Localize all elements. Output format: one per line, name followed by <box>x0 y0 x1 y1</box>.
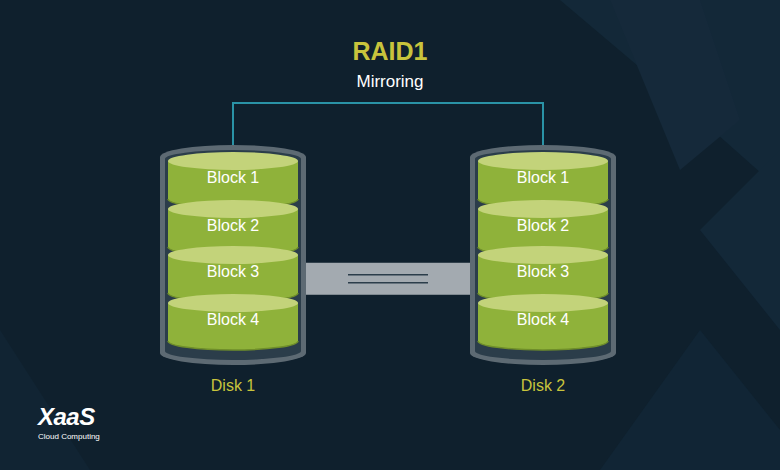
block-label: Block 2 <box>478 217 608 235</box>
block-label: Block 2 <box>168 217 298 235</box>
data-block: Block 3 <box>478 246 608 302</box>
block-label: Block 1 <box>478 169 608 187</box>
mirror-link <box>233 103 543 155</box>
disk-label: Disk 1 <box>140 377 326 395</box>
disk-label: Disk 2 <box>450 377 636 395</box>
diagram-title: RAID1 <box>0 37 780 66</box>
block-label: Block 3 <box>478 263 608 281</box>
disk-cylinder: Disk 1Block 1Block 2Block 3Block 4 <box>160 145 306 365</box>
link-bar <box>306 263 470 295</box>
data-block: Block 3 <box>168 246 298 302</box>
logo-text: XaaS <box>38 403 95 431</box>
block-label: Block 4 <box>478 311 608 329</box>
block-label: Block 3 <box>168 263 298 281</box>
data-block: Block 1 <box>168 152 298 208</box>
data-block: Block 4 <box>478 294 608 350</box>
disk-cylinder: Disk 2Block 1Block 2Block 3Block 4 <box>470 145 616 365</box>
block-label: Block 1 <box>168 169 298 187</box>
block-label: Block 4 <box>168 311 298 329</box>
data-block: Block 1 <box>478 152 608 208</box>
logo-tagline: Cloud Computing <box>38 432 100 441</box>
data-block: Block 4 <box>168 294 298 350</box>
subtitle-label: Mirroring <box>0 72 780 92</box>
